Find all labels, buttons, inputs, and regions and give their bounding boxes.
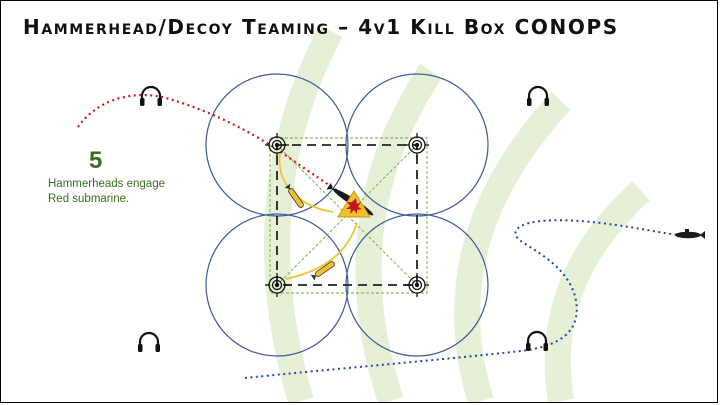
crosshair-node-icon bbox=[405, 273, 429, 297]
explosion-warning-icon bbox=[337, 190, 371, 218]
step-number: 5 bbox=[89, 147, 103, 174]
crosshair-node-icon bbox=[265, 133, 289, 157]
headphones-icon bbox=[526, 330, 548, 351]
kill-box bbox=[276, 144, 418, 286]
submarine-icon bbox=[675, 229, 705, 239]
sensor-icons bbox=[138, 85, 549, 352]
slide-title: Hammerhead/Decoy Teaming – 4v1 Kill Box … bbox=[23, 15, 619, 39]
step-caption-line: Hammerheads engage bbox=[48, 178, 165, 190]
hammerhead-torpedo-icon bbox=[284, 183, 304, 208]
kill-box-green bbox=[269, 137, 428, 294]
headphones-icon bbox=[140, 85, 162, 106]
red-sub-track bbox=[77, 94, 342, 194]
headphones-icon bbox=[138, 331, 160, 352]
watermark-arcs bbox=[264, 24, 650, 402]
headphones-icon bbox=[527, 85, 549, 106]
crosshair-nodes bbox=[265, 133, 429, 297]
step-caption-line: Red submarine. bbox=[48, 193, 130, 205]
step-caption: Hammerheads engage Red submarine. bbox=[48, 177, 198, 207]
crosshair-node-icon bbox=[405, 133, 429, 157]
hammerhead-torpedo-icon bbox=[310, 261, 335, 281]
crosshair-node-icon bbox=[265, 273, 289, 297]
